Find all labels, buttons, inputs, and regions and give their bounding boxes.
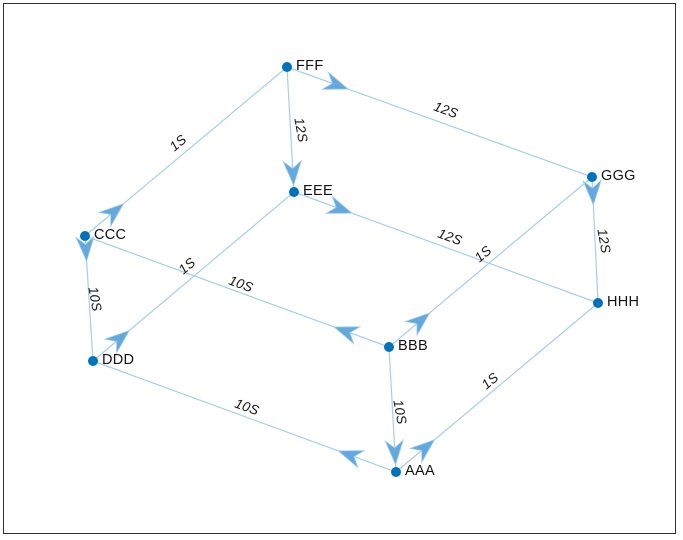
- arrowhead-icon: [337, 450, 366, 469]
- node-dot-FFF: [282, 62, 292, 72]
- arrowhead-icon: [75, 235, 95, 263]
- node-dot-DDD: [88, 356, 98, 366]
- node-dot-EEE: [289, 187, 299, 197]
- arrowhead-icon: [333, 326, 362, 345]
- node-label-AAA: AAA: [405, 463, 435, 479]
- node-dot-GGG: [587, 172, 597, 182]
- node-label-HHH: HHH: [607, 294, 640, 310]
- node-label-CCC: CCC: [94, 227, 127, 243]
- arrowhead-icon: [282, 159, 303, 187]
- node-dot-AAA: [391, 467, 401, 477]
- arrowhead-icon: [582, 179, 603, 206]
- arrowhead-icon: [408, 439, 436, 464]
- node-label-FFF: FFF: [296, 58, 324, 74]
- node-dot-HHH: [593, 298, 603, 308]
- arrowhead-icon: [97, 203, 125, 228]
- node-label-GGG: GGG: [601, 168, 636, 184]
- node-label-DDD: DDD: [102, 352, 135, 368]
- arrowhead-icon: [324, 195, 353, 214]
- node-label-BBB: BBB: [398, 338, 428, 354]
- node-dot-BBB: [384, 342, 394, 352]
- arrowhead-icon: [403, 312, 431, 337]
- arrowhead-icon: [384, 438, 405, 466]
- node-dot-CCC: [80, 231, 90, 241]
- arrowhead-icon: [320, 71, 350, 90]
- node-label-EEE: EEE: [303, 183, 333, 199]
- arrowhead-icon: [103, 329, 131, 355]
